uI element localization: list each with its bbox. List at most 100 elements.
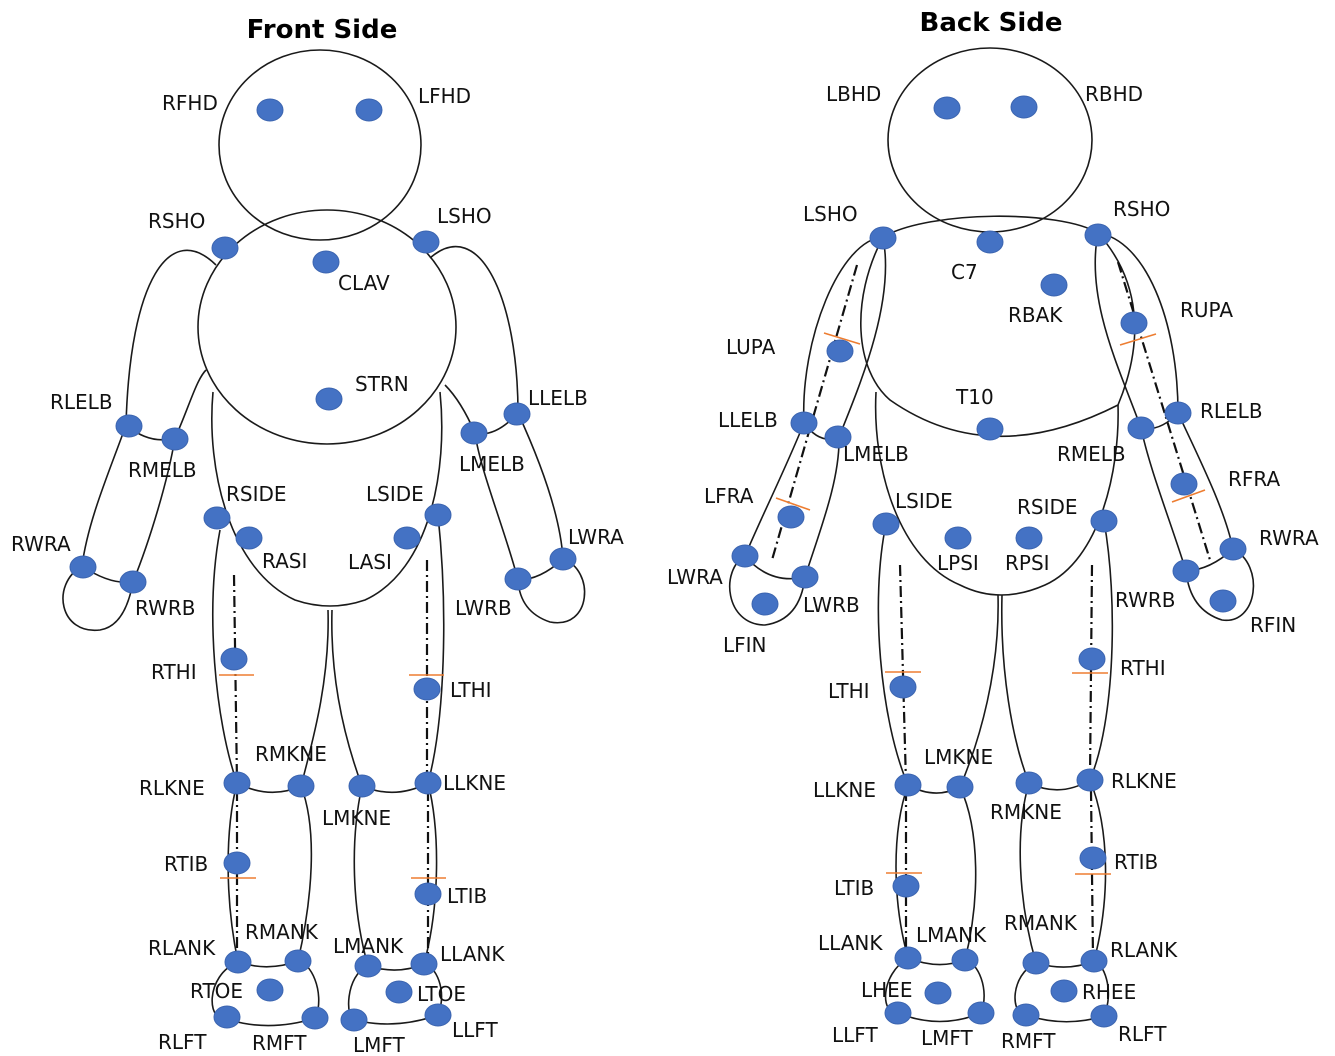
label-lbhd: LBHD xyxy=(826,82,881,106)
front-right-shank xyxy=(227,782,313,968)
front-head xyxy=(218,49,422,241)
marker-rsho xyxy=(211,236,239,260)
marker-ltib xyxy=(414,882,442,906)
front-right-upper-arm xyxy=(125,249,217,441)
marker-back-rlank xyxy=(1080,949,1108,973)
back-figure: Back Side xyxy=(667,8,1319,1053)
marker-back-lmft xyxy=(967,1001,995,1025)
marker-back-lmkne xyxy=(946,775,974,799)
label-back-rlft: RLFT xyxy=(1118,1022,1167,1046)
marker-back-rlkne xyxy=(1076,768,1104,792)
back-rupa-tick xyxy=(1119,333,1157,346)
marker-back-rlelb xyxy=(1164,401,1192,425)
label-lsho: LSHO xyxy=(437,204,492,228)
marker-back-rmkne xyxy=(1015,771,1043,795)
back-right-foot xyxy=(1014,960,1110,1023)
label-back-lmelb: LMELB xyxy=(843,442,909,466)
back-right-thigh xyxy=(1000,520,1114,791)
marker-clav xyxy=(312,250,340,274)
label-back-rside: RSIDE xyxy=(1017,495,1078,519)
label-back-llft: LLFT xyxy=(832,1023,878,1047)
marker-rmelb xyxy=(161,427,189,451)
label-lpsi: LPSI xyxy=(937,551,979,575)
front-chest xyxy=(197,209,457,445)
label-lfin: LFIN xyxy=(723,633,767,657)
label-lwra: LWRA xyxy=(568,525,624,549)
label-rmelb: RMELB xyxy=(128,458,197,482)
marker-back-lsho xyxy=(869,226,897,250)
marker-rwra xyxy=(69,555,97,579)
marker-rhee xyxy=(1050,979,1078,1003)
back-left-thigh xyxy=(877,523,999,794)
label-lthi: LTHI xyxy=(450,678,492,702)
marker-back-llft xyxy=(884,1001,912,1025)
marker-rmft xyxy=(301,1006,329,1030)
label-c7: C7 xyxy=(951,260,978,284)
label-llft: LLFT xyxy=(452,1018,498,1042)
label-rfra: RFRA xyxy=(1228,467,1280,491)
label-back-lwrb: LWRB xyxy=(803,593,860,617)
label-back-rmelb: RMELB xyxy=(1057,442,1126,466)
marker-back-rwra xyxy=(1219,537,1247,561)
back-pelvis xyxy=(874,391,1119,596)
label-back-lmank: LMANK xyxy=(916,923,987,947)
label-llelb: LLELB xyxy=(528,386,588,410)
marker-rlelb xyxy=(115,414,143,438)
label-back-rlelb: RLELB xyxy=(1200,399,1263,423)
marker-rmkne xyxy=(287,774,315,798)
marker-lthi xyxy=(413,677,441,701)
label-llkne: LLKNE xyxy=(443,771,506,795)
label-lmkne: LMKNE xyxy=(322,806,391,830)
label-back-lthi: LTHI xyxy=(828,679,870,703)
label-lside: LSIDE xyxy=(366,482,424,506)
marker-lbhd xyxy=(933,96,961,120)
marker-lwra xyxy=(549,547,577,571)
front-left-forearm xyxy=(474,412,564,581)
front-right-forearm xyxy=(81,424,176,584)
back-markers xyxy=(731,95,1247,1028)
front-right-hand xyxy=(62,565,134,631)
marker-t10 xyxy=(976,417,1004,441)
label-rbhd: RBHD xyxy=(1085,82,1143,106)
label-rlank: RLANK xyxy=(148,936,216,960)
front-right-thigh xyxy=(212,529,329,794)
marker-back-rsho xyxy=(1084,223,1112,247)
label-rasi: RASI xyxy=(262,549,307,573)
label-rfhd: RFHD xyxy=(162,91,218,115)
marker-llank xyxy=(410,952,438,976)
label-rmkne: RMKNE xyxy=(255,742,327,766)
label-back-lwra: LWRA xyxy=(667,565,723,589)
back-right-hand xyxy=(1185,548,1255,621)
front-right-foot xyxy=(211,960,320,1027)
marker-llkne xyxy=(414,771,442,795)
marker-back-rwrb xyxy=(1172,559,1200,583)
marker-lupa xyxy=(826,339,854,363)
front-torso xyxy=(211,391,443,607)
back-left-thigh-axis xyxy=(898,564,908,784)
marker-back-llank xyxy=(894,946,922,970)
label-lupa: LUPA xyxy=(726,335,776,359)
marker-rfin xyxy=(1209,589,1237,613)
label-lhee: LHEE xyxy=(861,978,912,1002)
front-labels: RFHD LFHD RSHO LSHO CLAV STRN RLELB RMEL… xyxy=(11,84,624,1056)
marker-back-rmank xyxy=(1022,951,1050,975)
label-back-llelb: LLELB xyxy=(718,408,778,432)
marker-rmank xyxy=(284,949,312,973)
label-rpsi: RPSI xyxy=(1005,551,1050,575)
label-rtoe: RTOE xyxy=(190,979,243,1003)
front-figure: Front Side xyxy=(11,15,624,1056)
label-ltoe: LTOE xyxy=(417,982,466,1006)
marker-lasi xyxy=(393,526,421,550)
marker-back-lmank xyxy=(951,948,979,972)
label-lfra: LFRA xyxy=(704,484,754,508)
front-left-hand xyxy=(517,558,586,624)
back-labels: LBHD RBHD LSHO RSHO C7 RBAK LUPA RUPA T1… xyxy=(667,82,1319,1053)
back-right-forearm xyxy=(1140,412,1234,572)
label-back-rwrb: RWRB xyxy=(1115,588,1175,612)
label-t10: T10 xyxy=(955,385,994,409)
back-rfra-tick xyxy=(1171,489,1206,503)
marker-llelb xyxy=(503,402,531,426)
marker-rpsi xyxy=(1015,526,1043,550)
back-lupa-tick xyxy=(823,332,861,345)
